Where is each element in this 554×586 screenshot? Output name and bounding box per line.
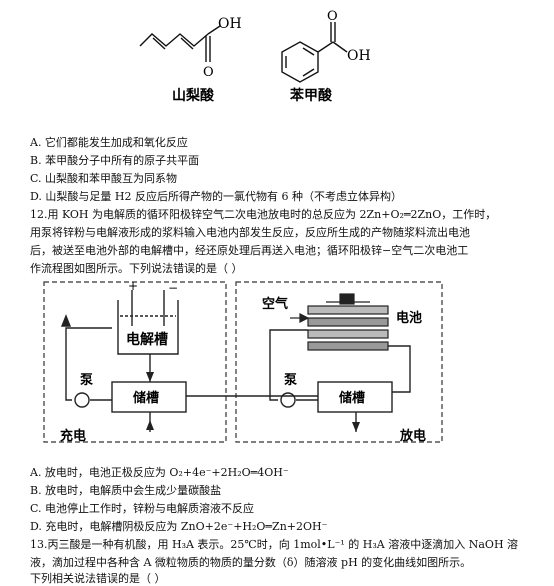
arrow-up-left xyxy=(60,314,72,327)
electrode-minus: − xyxy=(168,281,178,295)
air-label: 空气 xyxy=(262,296,288,312)
battery-label: 电池 xyxy=(396,310,422,326)
storage-tank-left xyxy=(111,381,187,413)
right-pipes xyxy=(269,329,411,401)
q12-option-c: C. 电池停止工作时，锌粉与电解质溶液不反应 xyxy=(30,502,255,515)
pump-right-label: 泵 xyxy=(284,373,297,388)
q11-option-d: D. 山梨酸与足量 H2 反应后所得产物的一氯代物有 6 种（不考虑立体异构） xyxy=(30,190,402,203)
q13-line-2: 液，滴加过程中各种含 A 微粒物质的物质的量分数（δ）随溶液 pH 的变化曲线如… xyxy=(30,556,472,569)
q11-option-c: C. 山梨酸和苯甲酸互为同系物 xyxy=(30,172,178,185)
connect-arrows xyxy=(146,420,360,432)
storage-tank-right xyxy=(317,381,393,413)
charge-label: 充电 xyxy=(60,428,86,444)
q13-line-3: 下列相关说法错误的是（ ） xyxy=(30,572,166,585)
air-arrow xyxy=(290,313,310,323)
pump-left-label: 泵 xyxy=(80,373,93,388)
connecting-pipes xyxy=(149,395,357,432)
q13-line-1: 13.丙三酸是一种有机酸，用 H₃A 表示。25℃时，向 1mol•L⁻¹ 的 … xyxy=(30,538,519,551)
electrolysis-tank xyxy=(117,290,179,355)
sorbic-oh-label: OH xyxy=(218,16,242,32)
benzoic-acid-structure xyxy=(281,22,348,83)
battery-flow-diagram: + − 电解槽 储槽 泵 充电 空气 电池 储槽 泵 放电 xyxy=(43,279,443,444)
sorbic-o-label: O xyxy=(203,65,214,80)
structures-figure: OH O 山梨酸 O OH 苯甲酸 xyxy=(139,9,371,104)
battery-stack xyxy=(307,293,389,351)
sorbic-acid-structure xyxy=(139,25,221,62)
pump-left-icon xyxy=(74,392,90,408)
storage-tank-left-label: 储槽 xyxy=(132,390,159,406)
q11-option-a: A. 它们都能发生加成和氧化反应 xyxy=(30,136,188,149)
q12-line-1: 12.用 KOH 为电解质的循环阳极锌空气二次电池放电时的总反应为 2Zn+O₂… xyxy=(30,208,497,221)
benzoic-o-label: O xyxy=(327,9,338,24)
discharge-label: 放电 xyxy=(399,428,426,444)
benzoic-acid-name: 苯甲酸 xyxy=(289,87,333,104)
electrolysis-tank-label: 电解槽 xyxy=(126,331,168,348)
pump-right-icon xyxy=(280,392,296,408)
benzoic-oh-label: OH xyxy=(347,48,371,64)
sorbic-acid-name: 山梨酸 xyxy=(172,87,215,104)
q11-option-b: B. 苯甲酸分子中所有的原子共平面 xyxy=(30,154,200,167)
electrode-plus: + xyxy=(128,279,138,293)
q12-line-4: 作流程图如图所示。下列说法错误的是（ ） xyxy=(30,262,243,275)
q12-option-a: A. 放电时，电池正极反应为 O₂+4e⁻+2H₂O═4OH⁻ xyxy=(30,466,289,479)
q12-option-d: D. 充电时，电解槽阴极反应为 ZnO+2e⁻+H₂O═Zn+2OH⁻ xyxy=(30,520,328,533)
arrow-down-left xyxy=(146,372,154,382)
q12-line-3: 后，被送至电池外部的电解槽中，经还原处理后再送入电池；循环阳极锌−空气二次电池工 xyxy=(30,244,469,257)
q12-option-b: B. 放电时，电解质中会生成少量碳酸盐 xyxy=(30,484,222,497)
q12-line-2: 用泵将锌粉与电解液形成的浆料输入电池内部发生反应，反应所生成的产物随浆料流出电池 xyxy=(30,226,470,239)
storage-tank-right-label: 储槽 xyxy=(338,390,365,406)
